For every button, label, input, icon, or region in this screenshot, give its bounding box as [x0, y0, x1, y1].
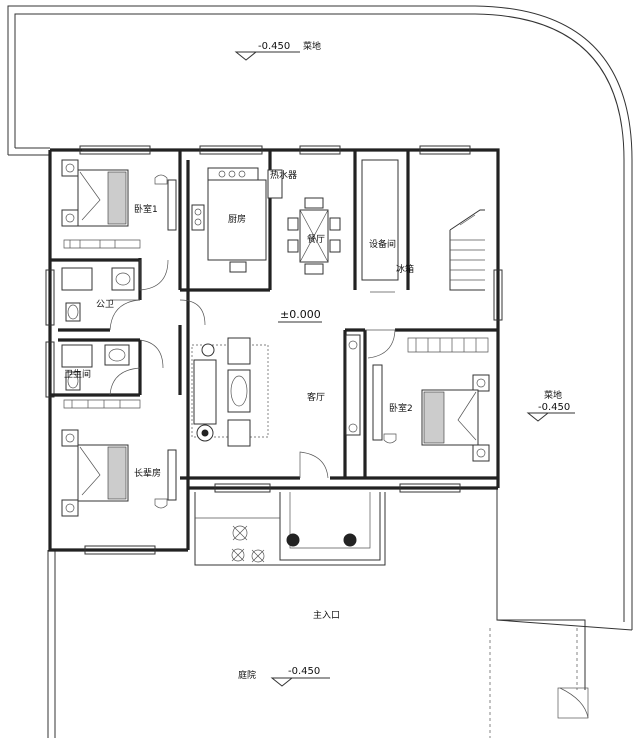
label-kitchen: 厨房: [228, 213, 246, 225]
dining-table: [287, 197, 341, 275]
equipment-and-stairs: [361, 159, 485, 291]
label-equipment-room: 设备间: [369, 238, 396, 250]
label-main-entrance: 主入口: [313, 609, 340, 621]
bedroom2-furniture: [372, 337, 490, 462]
label-living-room: 客厅: [307, 391, 325, 403]
living-furniture: [191, 334, 361, 447]
bath-fixtures: [61, 267, 135, 391]
elevation-floor: ±0.000: [280, 308, 321, 321]
label-vegetable-plot: 菜地: [303, 40, 321, 52]
label-fridge: 冰箱: [396, 263, 414, 275]
label-bedroom2: 卧室2: [389, 402, 413, 414]
elevation-courtyard: -0.450: [288, 666, 320, 677]
elevation-markers: [234, 51, 575, 687]
elevation-top: -0.450: [258, 41, 290, 52]
label-dining: 餐厅: [307, 233, 325, 245]
label-courtyard: 庭院: [238, 669, 256, 681]
elder-room-furniture: [61, 399, 177, 517]
bedroom1-furniture: [61, 159, 177, 249]
interior-walls: [50, 150, 498, 480]
doors: [109, 259, 396, 479]
label-bedroom1: 卧室1: [134, 203, 158, 215]
entrance-porch: [194, 492, 386, 566]
kitchen-furniture: [191, 167, 283, 273]
elevation-right: -0.450: [538, 402, 570, 413]
label-public-bath: 公卫: [96, 299, 114, 310]
site-boundary: [7, 5, 633, 738]
label-water-heater: 热水器: [270, 169, 297, 181]
label-bathroom: 卫生间: [64, 368, 91, 380]
label-side-lane: 菜地: [544, 389, 562, 401]
exterior-walls: [45, 145, 503, 555]
label-elder-room: 长辈房: [134, 467, 161, 479]
